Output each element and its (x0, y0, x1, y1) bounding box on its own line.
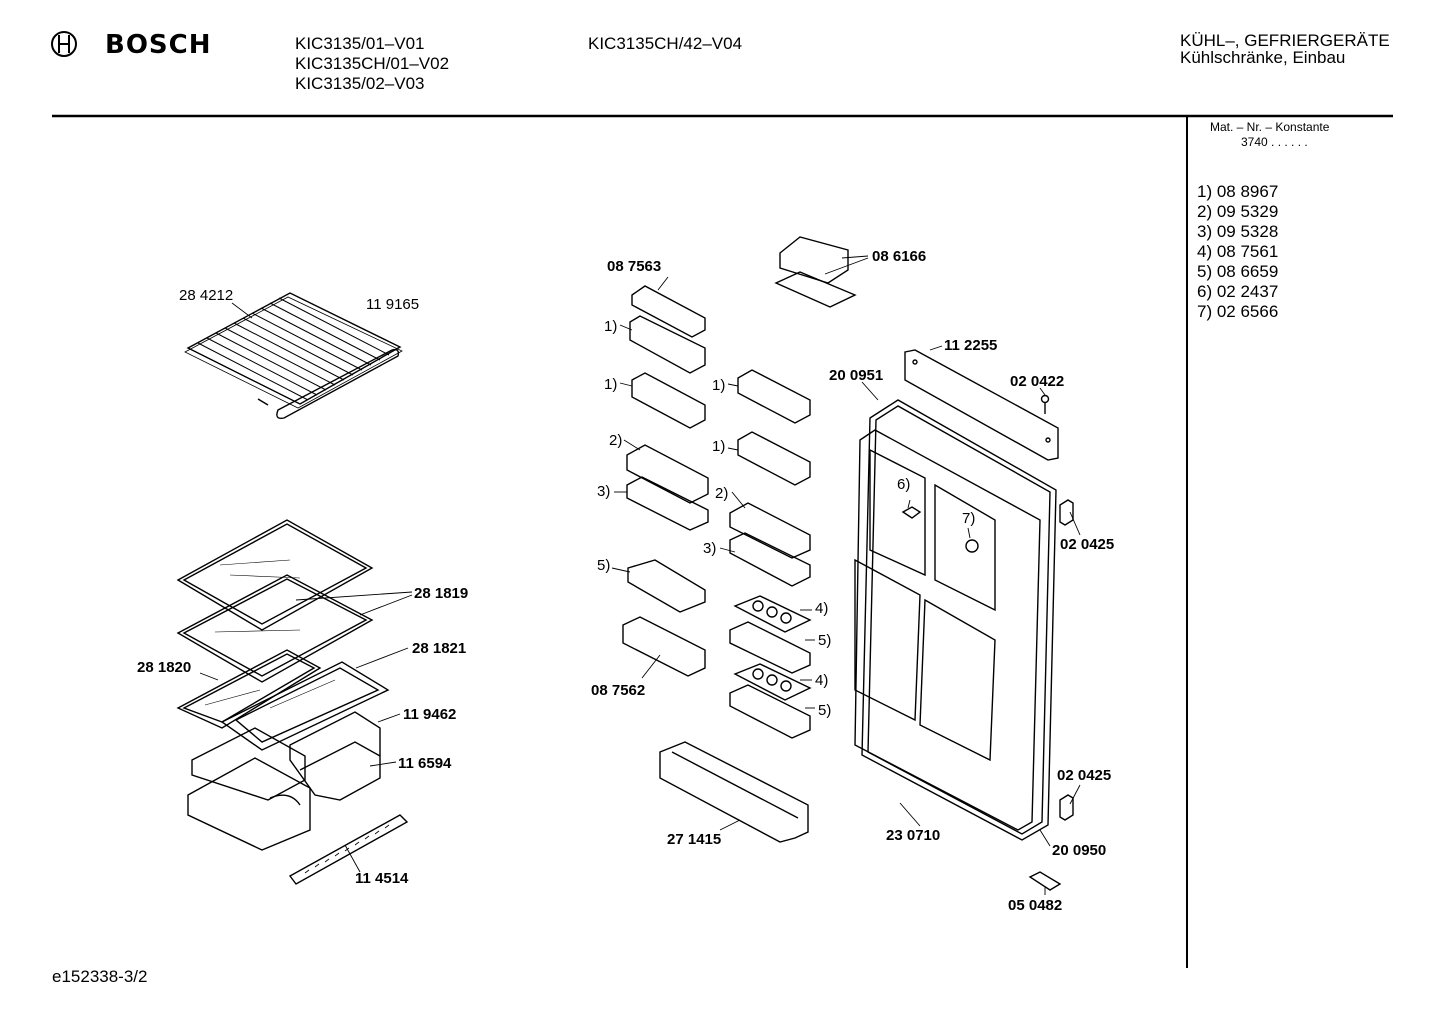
legend-item: 1) 08 8967 (1197, 182, 1279, 201)
egg-tray-upper (733, 595, 812, 633)
door-bin-1-right-a (737, 369, 811, 424)
part-label: 28 4212 (179, 287, 234, 304)
part-label: 02 0425 (1057, 767, 1112, 784)
part-label: 20 0951 (829, 367, 884, 384)
door-bin-2-left (626, 444, 709, 504)
door-inner-panel (854, 429, 1041, 831)
model-number: KIC3135CH/42–V04 (588, 34, 743, 53)
ref-marker: 2) (609, 432, 623, 449)
legend-list: 1) 08 8967 2) 09 5329 3) 09 5328 4) 08 7… (1197, 182, 1278, 322)
part-label: 02 0425 (1060, 536, 1115, 553)
butter-compartment (774, 236, 857, 308)
glass-shelf-lower (176, 649, 322, 729)
door-stop-top (1059, 499, 1074, 526)
part-label: 27 1415 (667, 831, 722, 848)
glass-shelf-middle (176, 574, 374, 683)
ref-marker: 3) (703, 540, 717, 557)
hinge-bracket (1028, 871, 1062, 891)
part-label: 28 1819 (414, 585, 469, 602)
part-label: 11 9165 (366, 296, 420, 313)
crisper-drawer-right (289, 711, 381, 801)
legend-item: 6) 02 2437 (1197, 282, 1279, 301)
part-label: 11 9462 (403, 706, 457, 723)
ref-marker: 7) (962, 510, 976, 527)
egg-bin-upper (729, 621, 811, 674)
ref-marker: 4) (815, 672, 829, 689)
ref-marker: 1) (604, 318, 618, 335)
crisper-cover-frame (220, 661, 390, 751)
door-bin-top-left (629, 285, 706, 374)
model-number: KIC3135/01–V01 (295, 34, 425, 53)
egg-tray-lower (733, 663, 812, 701)
part-label: 23 0710 (886, 827, 941, 844)
category-title: KÜHL–, GEFRIERGERÄTE Kühlschränke, Einba… (1180, 31, 1390, 68)
part-label: 08 7563 (607, 258, 662, 275)
ref-marker: 6) (897, 476, 911, 493)
model-number: KIC3135CH/01–V02 (295, 54, 450, 73)
model-list: KIC3135/01–V01 KIC3135CH/01–V02 KIC3135/… (295, 34, 449, 94)
crisper-drawer-left (187, 727, 311, 851)
ref-marker: 3) (597, 483, 611, 500)
part-label: 20 0950 (1052, 842, 1107, 859)
ref-marker: 1) (712, 438, 726, 455)
door-bin-1-right-b (737, 431, 811, 486)
fastener-7 (965, 539, 979, 553)
part-label: 28 1820 (137, 659, 192, 676)
door-bin-1-left (631, 372, 706, 429)
subcategory-line: Kühlschränke, Einbau (1180, 48, 1346, 67)
document-id: e152338-3/2 (52, 967, 148, 986)
door-bin-5-left (627, 559, 706, 613)
ref-marker: 1) (712, 377, 726, 394)
legend-title: Mat. – Nr. – Konstante (1210, 120, 1330, 134)
ref-marker: 5) (818, 702, 832, 719)
legend-constant: 3740 . . . . . . (1241, 135, 1308, 149)
wire-shelf (184, 292, 403, 409)
part-label: 08 6166 (872, 248, 927, 265)
ref-marker: 1) (604, 376, 618, 393)
door-stop-bottom (1059, 794, 1074, 821)
door-bin-2-right (729, 502, 811, 559)
screw-icon (1040, 394, 1050, 414)
model-number: KIC3135/02–V03 (295, 74, 425, 93)
bottle-shelf (659, 741, 809, 843)
ref-marker: 5) (597, 557, 611, 574)
shelf-edge-bar (276, 348, 400, 420)
part-label: 08 7562 (591, 682, 646, 699)
legend-item: 7) 02 6566 (1197, 302, 1279, 321)
part-label: 02 0422 (1010, 373, 1065, 390)
ref-marker: 4) (815, 600, 829, 617)
category-line: KÜHL–, GEFRIERGERÄTE (1180, 31, 1390, 50)
part-label: 11 4514 (355, 870, 409, 887)
door-bin-3-right (729, 532, 811, 587)
door-bin-08-7562 (622, 616, 706, 677)
egg-bin-lower (729, 684, 811, 739)
part-label: 11 6594 (398, 755, 452, 772)
ref-marker: 2) (715, 485, 729, 502)
door-bin-3-left (626, 476, 709, 531)
legend-item: 4) 08 7561 (1197, 242, 1279, 261)
ref-marker: 5) (818, 632, 832, 649)
part-label: 05 0482 (1008, 897, 1063, 914)
door-hinge-bar (904, 349, 1059, 461)
part-label: 11 2255 (944, 337, 998, 354)
glass-shelf-upper (176, 519, 374, 631)
legend-item: 3) 09 5328 (1197, 222, 1279, 241)
bosch-logo-icon (51, 31, 77, 57)
fastener-6 (901, 506, 922, 519)
legend-item: 2) 09 5329 (1197, 202, 1279, 221)
brand-logo-text: BOSCH (105, 30, 212, 60)
part-label: 28 1821 (412, 640, 467, 657)
legend-item: 5) 08 6659 (1197, 262, 1279, 281)
